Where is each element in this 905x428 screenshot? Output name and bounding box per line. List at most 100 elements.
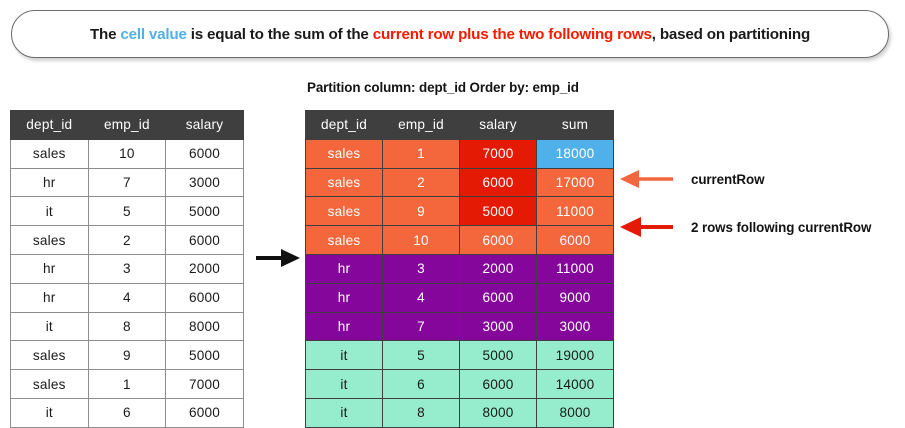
table-cell: sales	[10, 225, 89, 255]
table-cell: hr	[305, 253, 383, 284]
table-cell: 8000	[459, 397, 537, 428]
column-header-salary: salary	[459, 110, 537, 140]
table-cell: 9	[87, 340, 167, 371]
table-cell: 1	[87, 369, 167, 399]
table-cell: 17000	[536, 167, 614, 198]
table-cell: 5	[382, 340, 460, 371]
table-cell: 6000	[165, 282, 244, 313]
arrow-right-icon	[256, 249, 300, 267]
partition-caption: Partition column: dept_id Order by: emp_…	[307, 80, 579, 95]
table-cell: sales	[10, 369, 89, 399]
table-cell: 5000	[459, 340, 537, 371]
table-cell: hr	[10, 253, 89, 284]
table-cell: hr	[305, 282, 383, 313]
table-cell: sales	[305, 225, 383, 255]
table-cell: 6	[382, 369, 460, 399]
table-cell: 6000	[165, 225, 244, 255]
table-cell: 5000	[459, 196, 537, 227]
table-cell: hr	[10, 282, 89, 313]
annotation-current-row: currentRow	[619, 169, 765, 189]
table-cell: sales	[305, 138, 383, 169]
table-cell: 8000	[165, 311, 244, 342]
table-cell: 8	[87, 311, 167, 342]
table-cell: 5000	[165, 340, 244, 371]
table-cell: 7	[382, 311, 460, 342]
title-banner: The cell value is equal to the sum of th…	[11, 10, 889, 58]
table-cell: 8	[382, 397, 460, 428]
table-cell: 6000	[459, 167, 537, 198]
table-cell: it	[10, 196, 89, 227]
banner-segment-4: , based on partitioning	[651, 25, 811, 43]
table-cell: 7000	[165, 369, 244, 399]
table-cell: 5000	[165, 196, 244, 227]
arrow-left-icon	[620, 170, 673, 188]
table-cell: 3000	[459, 311, 537, 342]
table-cell: it	[305, 397, 383, 428]
table-cell: 2000	[459, 253, 537, 284]
table-cell: 7	[87, 167, 167, 198]
table-cell: 3	[87, 253, 167, 284]
table-cell: hr	[305, 311, 383, 342]
table-cell: it	[10, 311, 89, 342]
table-cell: 6000	[536, 225, 614, 255]
table-cell: 6000	[459, 225, 537, 255]
column-header-emp_id: emp_id	[87, 110, 167, 140]
table-cell: 10	[87, 138, 167, 169]
table-cell: 9000	[536, 282, 614, 313]
table-cell: 3	[382, 253, 460, 284]
table-cell: hr	[10, 167, 89, 198]
table-cell: 7000	[459, 138, 537, 169]
annotation-following-rows-label: 2 rows following currentRow	[691, 219, 872, 235]
table-cell: 3000	[536, 311, 614, 342]
table-cell: 2000	[165, 253, 244, 284]
table-cell: 14000	[536, 369, 614, 399]
table-cell: sales	[10, 138, 89, 169]
column-header-dept_id: dept_id	[10, 110, 89, 140]
arrow-left-icon	[620, 217, 673, 237]
column-header-dept_id: dept_id	[305, 110, 383, 140]
table-cell: it	[305, 369, 383, 399]
banner-segment-1: cell value	[120, 25, 187, 43]
annotation-following-rows: 2 rows following currentRow	[619, 216, 871, 238]
table-cell: 2	[87, 225, 167, 255]
table-cell: 2	[382, 167, 460, 198]
table-cell: 11000	[536, 196, 614, 227]
table-cell: 9	[382, 196, 460, 227]
table-cell: it	[10, 397, 89, 428]
table-cell: sales	[305, 196, 383, 227]
table-cell: 11000	[536, 253, 614, 284]
annotation-current-row-label: currentRow	[691, 171, 765, 187]
column-header-salary: salary	[165, 110, 244, 140]
banner-segment-0: The	[89, 25, 121, 43]
table-cell: 6000	[459, 369, 537, 399]
banner-segment-3: current row plus the two following rows	[372, 25, 652, 43]
table-cell: 6000	[165, 138, 244, 169]
table-cell: sales	[10, 340, 89, 371]
table-cell: 19000	[536, 340, 614, 371]
table-cell: 1	[382, 138, 460, 169]
table-cell: 6000	[459, 282, 537, 313]
table-cell: 6	[87, 397, 167, 428]
table-cell: sales	[305, 167, 383, 198]
